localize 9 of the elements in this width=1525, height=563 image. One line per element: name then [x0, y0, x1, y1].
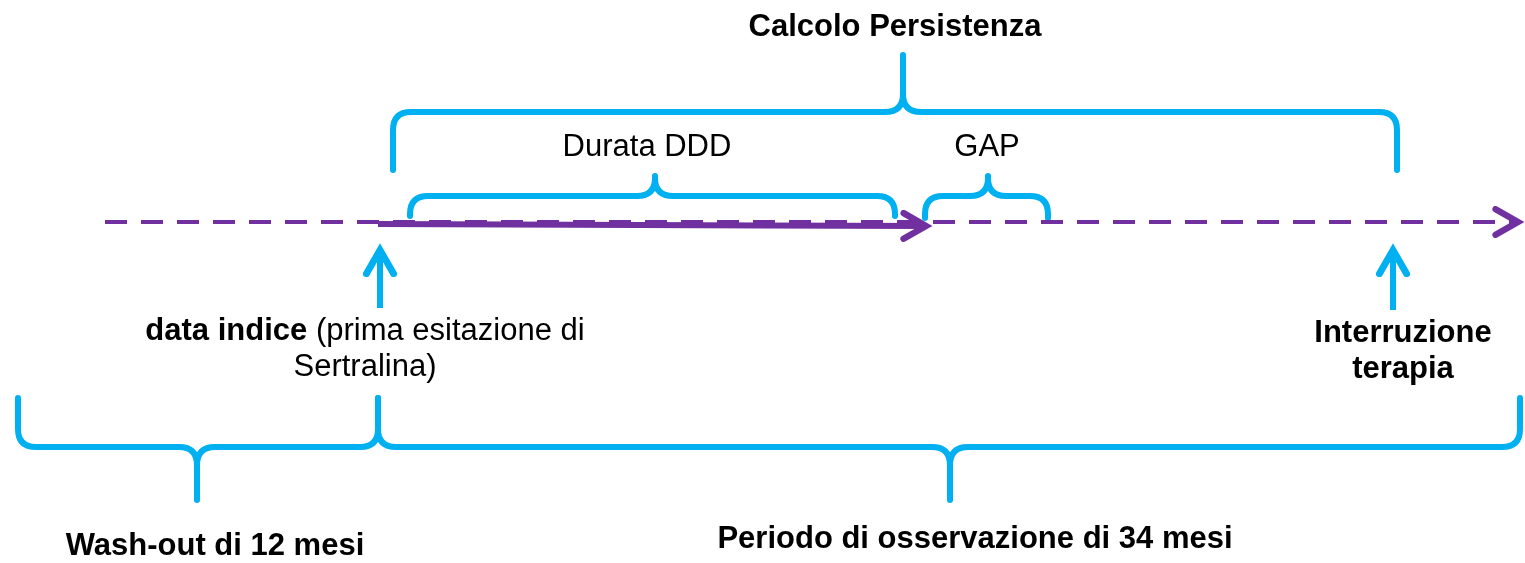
annotation-text: Interruzione terapia [1283, 314, 1523, 386]
caption-text: Durata DDD [561, 128, 733, 164]
caption-text: GAP [953, 128, 1021, 164]
caption-text: Calcolo Persistenza [747, 8, 1043, 44]
arrow [363, 246, 397, 308]
annotation-text: data indice (prima esitazione di Sertralina) [110, 312, 620, 384]
caption-text: Wash-out di 12 mesi [64, 527, 366, 563]
arrow [1376, 246, 1410, 310]
caption-text: Periodo di osservazione di 34 mesi [716, 520, 1234, 556]
